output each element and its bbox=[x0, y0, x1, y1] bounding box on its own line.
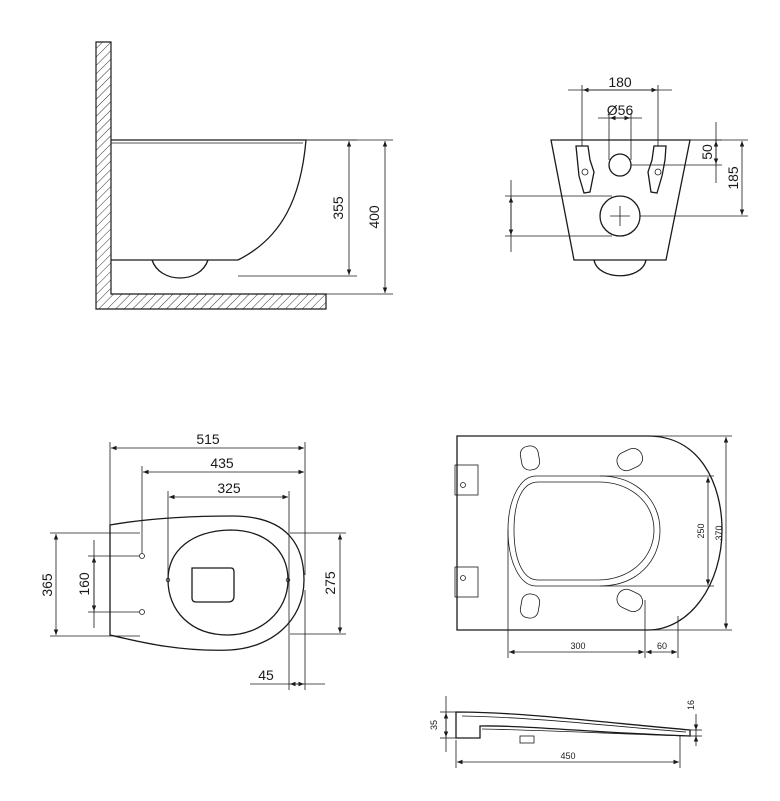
dimension-355: 355 bbox=[238, 139, 357, 277]
dim-56-label: Ø56 bbox=[607, 102, 634, 118]
dim-275-label: 275 bbox=[322, 571, 338, 595]
dim-355-label: 355 bbox=[330, 196, 346, 220]
dimension-370: 370 bbox=[648, 435, 732, 631]
dimension-300: 300 bbox=[507, 530, 646, 658]
seat-profile-outline bbox=[455, 711, 691, 744]
toilet-profile bbox=[111, 139, 307, 279]
dim-16-label: 16 bbox=[686, 700, 696, 710]
dimension-35: 35 bbox=[429, 696, 456, 752]
toilet-back-outline bbox=[550, 139, 691, 277]
dim-185-label: 185 bbox=[725, 166, 741, 190]
dimension-160: 160 bbox=[76, 540, 139, 628]
dimension-180: 180 bbox=[568, 74, 672, 146]
dimension-16: 16 bbox=[686, 700, 702, 746]
dim-50-label: 50 bbox=[699, 144, 715, 160]
dimension-515: 515 bbox=[109, 431, 306, 575]
dimension-435: 435 bbox=[141, 455, 304, 553]
dim-370-label: 370 bbox=[714, 525, 724, 540]
fixing-bracket-right bbox=[647, 145, 667, 194]
dim-60-label: 60 bbox=[657, 641, 667, 651]
bumper-top-right bbox=[616, 448, 644, 472]
dimension-diameter-56: Ø56 bbox=[598, 102, 642, 160]
dimension-185: 185 bbox=[640, 139, 748, 217]
bumper-bottom-right bbox=[616, 588, 644, 612]
dim-300-label: 300 bbox=[570, 641, 585, 651]
dim-45-label: 45 bbox=[258, 667, 274, 683]
dim-450-label: 450 bbox=[560, 751, 575, 761]
fixing-hole-bottom bbox=[139, 609, 145, 615]
dimension-275: 275 bbox=[290, 532, 346, 635]
dim-365-label: 365 bbox=[39, 573, 55, 597]
dim-400-label: 400 bbox=[366, 205, 382, 229]
dimension-450: 450 bbox=[455, 736, 681, 768]
dim-160-label: 160 bbox=[76, 572, 92, 596]
dim-35-label: 35 bbox=[429, 720, 439, 730]
seat-profile-view: 35 16 450 bbox=[429, 696, 702, 768]
dim-435-label: 435 bbox=[210, 455, 234, 471]
dim-250-label: 250 bbox=[696, 523, 706, 538]
hinge-top bbox=[454, 464, 479, 496]
back-view: 180 Ø56 50 185 bbox=[505, 74, 748, 277]
dimension-45: 45 bbox=[250, 590, 325, 690]
bumper-top-left bbox=[519, 445, 541, 471]
seat-outline bbox=[454, 435, 723, 631]
dimension-60: 60 bbox=[646, 616, 679, 658]
dimension-325: 325 bbox=[167, 480, 290, 690]
dimension-400: 400 bbox=[306, 139, 393, 295]
dimension-250: 250 bbox=[600, 475, 714, 587]
hinge-bottom bbox=[454, 566, 479, 598]
wall-and-floor bbox=[95, 41, 327, 310]
bumper-bottom-left bbox=[519, 593, 541, 619]
water-inlet-circle bbox=[608, 153, 632, 177]
dimension-outlet-height bbox=[505, 180, 612, 252]
top-view: 515 435 325 365 160 bbox=[39, 431, 346, 690]
seat-view: 250 370 300 60 bbox=[454, 435, 732, 658]
fixing-hole-top bbox=[139, 553, 145, 559]
fixing-bracket-left bbox=[575, 145, 595, 194]
dimension-50: 50 bbox=[631, 122, 722, 183]
dim-180-label: 180 bbox=[608, 74, 632, 90]
dimension-365: 365 bbox=[39, 532, 140, 637]
dim-515-label: 515 bbox=[196, 431, 220, 447]
toilet-top-outline bbox=[109, 515, 305, 651]
dim-325-label: 325 bbox=[217, 480, 241, 496]
side-view: 355 400 bbox=[95, 41, 393, 310]
